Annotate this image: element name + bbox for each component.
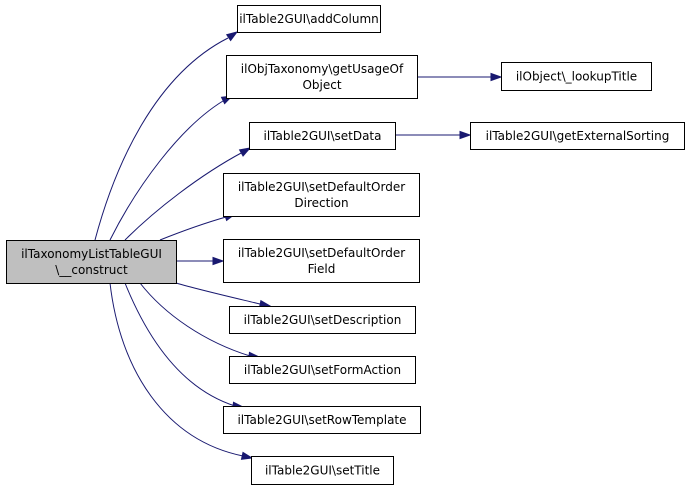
arrowhead-icon [238, 147, 252, 157]
edge-root-to-setData [124, 147, 252, 241]
edge-root-to-setDefaultOrderField [176, 256, 225, 266]
node-getExternalSorting[interactable]: ilTable2GUI\getExternalSorting [470, 122, 685, 150]
edge-setData-to-getExternalSorting [395, 130, 472, 140]
node-label-line: ilTaxonomyListTableGUI [21, 247, 162, 261]
node-label-line: ilTable2GUI\setDefaultOrder [238, 180, 405, 194]
node-box [501, 62, 652, 91]
node-lookupTitle[interactable]: ilObject\_lookupTitle [501, 62, 652, 91]
edge-getUsageOfObject-to-lookupTitle [417, 72, 503, 82]
node-label-line: ilObject\_lookupTitle [516, 70, 637, 84]
arrowhead-icon [212, 256, 225, 266]
node-label-line: ilTable2GUI\getExternalSorting [486, 129, 670, 143]
node-label-line: ilTable2GUI\setDescription [244, 313, 402, 327]
node-addColumn[interactable]: ilTable2GUI\addColumn [237, 5, 381, 33]
node-label-line: Field [308, 262, 336, 276]
node-box [229, 306, 416, 334]
node-setDescription[interactable]: ilTable2GUI\setDescription [229, 306, 416, 334]
edge-root-to-getUsageOfObject [109, 95, 234, 241]
node-setRowTemplate[interactable]: ilTable2GUI\setRowTemplate [223, 406, 421, 434]
edge-root-to-setDescription [175, 282, 272, 309]
node-root[interactable]: ilTaxonomyListTableGUI \__construct [6, 240, 177, 284]
node-label-line: \__construct [55, 263, 128, 277]
node-label-line: ilTable2GUI\setDefaultOrder [238, 246, 405, 260]
node-label-line: ilTable2GUI\setTitle [265, 464, 380, 478]
node-box [470, 122, 685, 150]
node-label-line: ilTable2GUI\setFormAction [244, 363, 401, 377]
node-setData[interactable]: ilTable2GUI\setData [249, 122, 396, 150]
arrowhead-icon [225, 31, 239, 42]
node-label-line: ilTable2GUI\addColumn [239, 12, 379, 26]
node-setFormAction[interactable]: ilTable2GUI\setFormAction [229, 356, 416, 384]
arrowhead-icon [459, 130, 472, 140]
edge-root-to-setTitle [109, 282, 254, 460]
node-box [6, 240, 177, 284]
arrowhead-icon [240, 451, 254, 460]
node-box [249, 122, 396, 150]
node-box [223, 173, 420, 217]
edge-root-to-addColumn [94, 31, 239, 241]
node-label-line: ilObjTaxonomy\getUsageOf [241, 62, 404, 76]
node-box [251, 456, 394, 485]
arrowhead-icon [490, 72, 503, 82]
node-box [237, 5, 381, 33]
node-box [226, 55, 418, 99]
node-label-line: Direction [294, 196, 348, 210]
node-box [229, 356, 416, 384]
node-label-line: ilTable2GUI\setRowTemplate [237, 413, 406, 427]
node-box [223, 239, 420, 283]
node-setTitle[interactable]: ilTable2GUI\setTitle [251, 456, 394, 485]
edge-root-to-setRowTemplate [124, 282, 245, 410]
node-box [223, 406, 421, 434]
node-label-line: ilTable2GUI\setData [264, 129, 382, 143]
edge-root-to-setDefaultOrderDirection [159, 213, 237, 241]
node-label-line: Object [302, 78, 341, 92]
